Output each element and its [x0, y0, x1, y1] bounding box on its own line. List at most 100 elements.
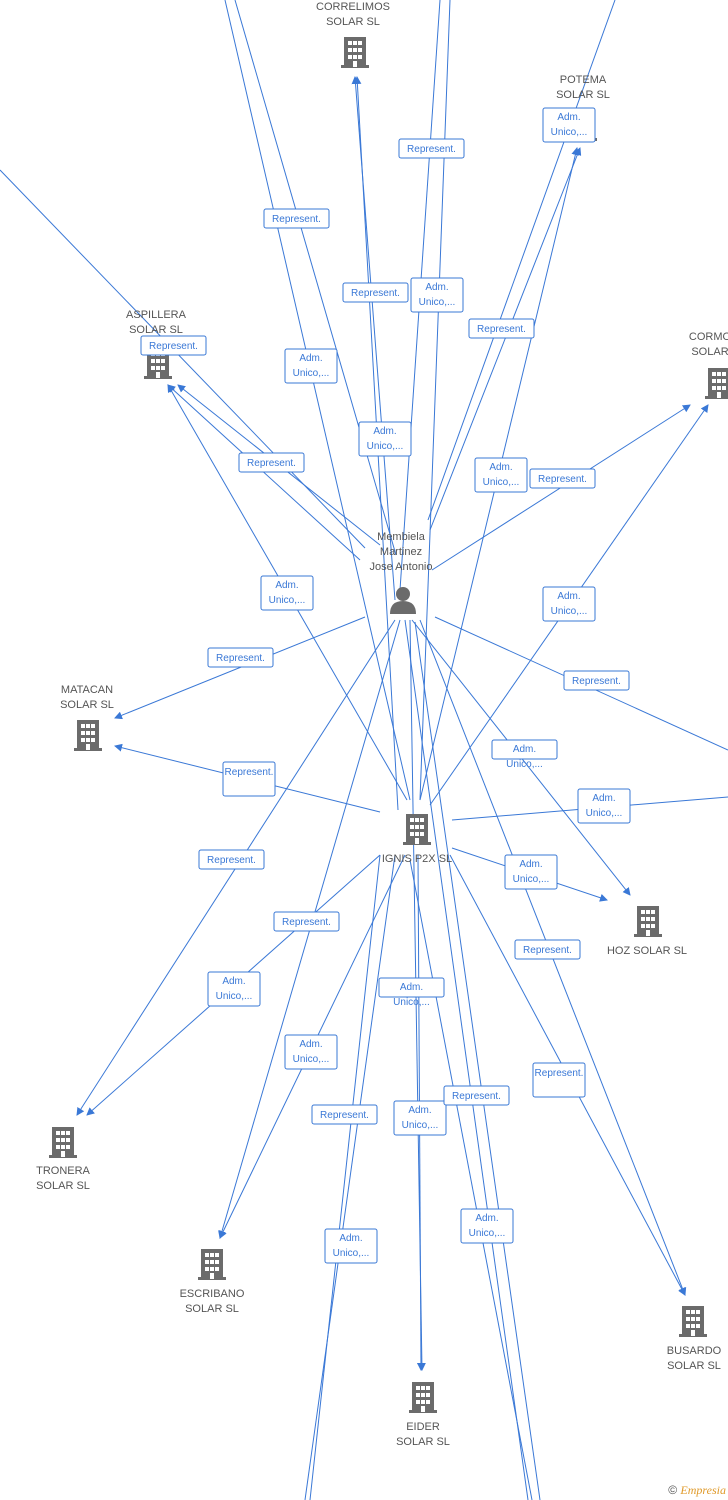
edge-label-text: Represent.: [320, 1110, 369, 1121]
edge-label-text: Unico,...: [216, 991, 253, 1002]
edge-label-text: Represent.: [351, 288, 400, 299]
node-label: SOLAR SL: [185, 1303, 239, 1315]
edge-label-text: Represent.: [538, 474, 587, 485]
edge-label-text: Adm.: [373, 426, 396, 437]
node-label: SOLAR SL: [326, 16, 380, 28]
edge-label-text: Adm.: [489, 462, 512, 473]
edge-label-text: Unico,...: [469, 1228, 506, 1239]
edge-label-text: Unico,...: [419, 297, 456, 308]
edge-label[interactable]: Adm.Unico,...: [542, 586, 596, 622]
edge-label[interactable]: Adm. Unico,...: [284, 348, 338, 384]
building-icon: [403, 814, 431, 845]
edge-label-text: Unico,...: [293, 1054, 330, 1065]
edge-label-text: Unico,...: [483, 477, 520, 488]
edge-label-text: Represent.: [225, 767, 274, 778]
node-label: BUSARDO: [667, 1345, 722, 1357]
edge-label-text: Represent.: [272, 214, 321, 225]
edge-label[interactable]: Represent.: [529, 468, 596, 489]
edge-label[interactable]: Adm. Unico,...: [410, 277, 464, 313]
edge-label[interactable]: Adm.Unico,...: [542, 107, 596, 143]
edge-label-text: Represent.: [477, 324, 526, 335]
edge-label[interactable]: Represent.: [238, 452, 305, 473]
node-label: CORMO: [689, 331, 728, 343]
edge-line: [224, 0, 411, 801]
node-busardo[interactable]: BUSARDO SOLAR SL: [667, 1306, 722, 1372]
edge-label[interactable]: Represent.: [198, 849, 265, 870]
edge-label[interactable]: Adm.Unico,...: [460, 1208, 514, 1244]
edge-label[interactable]: Represent.: [207, 647, 274, 668]
node-hoz[interactable]: HOZ SOLAR SL: [607, 906, 687, 957]
edge-label-text: Adm.: [557, 591, 580, 602]
edge-label[interactable]: Represent.: [563, 670, 630, 691]
edge-label[interactable]: Represent.: [398, 138, 465, 159]
building-icon: [634, 906, 662, 937]
node-correlimos[interactable]: CORRELIMOS SOLAR SL: [316, 1, 390, 68]
edge-label-text: Represent.: [282, 917, 331, 928]
node-label: EIDER: [406, 1421, 440, 1433]
edge-label[interactable]: Represent.: [140, 335, 207, 356]
edge-line: [404, 619, 529, 1500]
edge-label[interactable]: Adm. Unico,...: [474, 457, 528, 493]
edge-label-text: Adm.: [557, 112, 580, 123]
node-label: Martinez: [380, 546, 422, 558]
edge-label[interactable]: Represent.: [342, 282, 409, 303]
node-label: SOLAR SL: [556, 89, 610, 101]
edge-label-text: Unico,...: [293, 368, 330, 379]
building-icon: [341, 37, 369, 68]
edge-label-text: Adm.: [299, 353, 322, 364]
edge-label-text: Unico,...: [402, 1120, 439, 1131]
node-label: Jose Antonio: [370, 561, 433, 573]
edge-label-text: Adm.: [513, 744, 536, 755]
edge-label-text: Unico,...: [393, 997, 430, 1008]
edge-label[interactable]: Adm.Unico,...: [324, 1228, 378, 1264]
edge-label[interactable]: Adm.Unico,...: [577, 788, 631, 824]
edge-label[interactable]: Adm.Unico,...: [284, 1034, 338, 1070]
edge-label[interactable]: Represent.: [468, 318, 535, 339]
edge-label[interactable]: Represent.: [443, 1085, 510, 1106]
edge-label-text: Unico,...: [506, 759, 543, 770]
edge-labels-layer: Represent. Represent. Adm. Unico,... Represe…: [140, 107, 631, 1264]
node-label: MATACAN: [61, 684, 113, 696]
edge-label[interactable]: Represent.: [311, 1104, 378, 1125]
node-label: CORRELIMOS: [316, 1, 390, 13]
edge-label[interactable]: Represent.: [263, 208, 330, 229]
edge-label[interactable]: Adm.Unico,...: [260, 575, 314, 611]
edge-label-text: Adm.: [222, 976, 245, 987]
brand-logo[interactable]: Empresia: [680, 1483, 726, 1497]
edge-label[interactable]: Adm.Unico,...: [504, 854, 558, 890]
edge-line: [304, 854, 396, 1500]
edge-label-text: Adm.: [519, 859, 542, 870]
node-label: ASPILLERA: [126, 309, 187, 321]
edge-line: [414, 621, 541, 1500]
edge-label-text: Represent.: [247, 458, 296, 469]
edge-label-text: Represent.: [572, 676, 621, 687]
node-ignis[interactable]: IGNIS P2X SL: [382, 814, 452, 865]
node-label: SOLAR SL: [36, 1180, 90, 1192]
edge-label-text: Adm.: [425, 282, 448, 293]
edge-label[interactable]: Adm. Unico,...: [207, 971, 261, 1007]
node-label: Membiela: [377, 531, 426, 543]
edge-label[interactable]: Adm.Unico,...: [358, 421, 412, 457]
edge-label[interactable]: Represent.: [273, 911, 340, 932]
edge-label[interactable]: Represent.: [514, 939, 581, 960]
node-label: SOLAR SL: [667, 1360, 721, 1372]
edge-label[interactable]: Represent.: [532, 1062, 586, 1098]
edge-label-text: Unico,...: [586, 808, 623, 819]
edge-label[interactable]: Adm.Unico,...: [378, 977, 445, 1008]
edge-label-text: Represent.: [207, 855, 256, 866]
node-label: HOZ SOLAR SL: [607, 945, 687, 957]
edge-label[interactable]: Adm. Unico,...: [491, 739, 558, 770]
building-icon: [409, 1382, 437, 1413]
edge-label[interactable]: Adm.Unico,...: [393, 1100, 447, 1136]
node-label: IGNIS P2X SL: [382, 853, 452, 865]
edge-label[interactable]: Represent.: [222, 761, 276, 797]
